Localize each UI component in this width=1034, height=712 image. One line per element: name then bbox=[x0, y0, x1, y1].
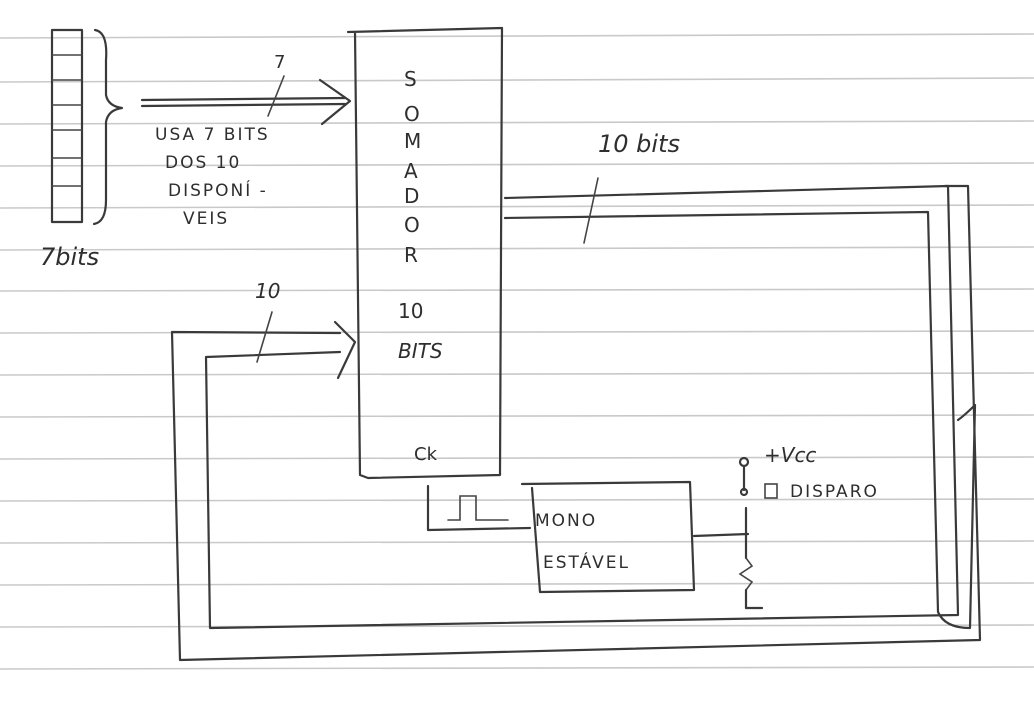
adder-bits-word: BITS bbox=[398, 339, 443, 363]
adder-letter-r: R bbox=[404, 243, 418, 267]
pulse-symbol bbox=[447, 495, 509, 521]
input-note-line-1: USA 7 BITS bbox=[155, 125, 270, 145]
monostable-line-2: ESTÁVEL bbox=[543, 551, 630, 573]
resistor-icon bbox=[738, 557, 754, 591]
input-bus-arrow bbox=[318, 78, 352, 126]
input-note-line-3: DISPONÍ - bbox=[168, 179, 268, 201]
input-bus-slash bbox=[267, 75, 285, 117]
monostable-block bbox=[520, 480, 696, 594]
adder-letter-m: M bbox=[404, 129, 421, 153]
adder-letter-o1: O bbox=[404, 102, 420, 126]
vcc-label: +Vcc bbox=[764, 443, 816, 467]
register-7-bits bbox=[50, 28, 124, 226]
feedback-bus-width: 10 bbox=[255, 279, 280, 303]
feedback-bus-arrow bbox=[333, 320, 357, 380]
adder-letter-d: D bbox=[404, 184, 419, 208]
output-bus-slash bbox=[583, 177, 599, 244]
register-brace bbox=[92, 28, 124, 226]
trigger-switch bbox=[692, 456, 778, 610]
adder-letter-s: S bbox=[404, 67, 417, 91]
vcc-terminal-icon bbox=[738, 456, 750, 468]
trigger-label: DISPARO bbox=[790, 482, 879, 502]
adder-clock-label: Ck bbox=[414, 444, 438, 465]
output-feedback-bus bbox=[170, 177, 982, 662]
clock-pulse-wire bbox=[426, 484, 532, 532]
output-bus-width: 10 bits bbox=[598, 130, 680, 158]
monostable-line-1: MONO bbox=[535, 511, 597, 531]
adder-letter-a: A bbox=[404, 159, 418, 183]
input-note-line-2: DOS 10 bbox=[165, 153, 241, 173]
notebook-ruled-lines bbox=[0, 33, 1034, 670]
input-bus-width: 7 bbox=[274, 52, 285, 73]
feedback-bus-slash bbox=[256, 311, 273, 363]
register-label: 7bits bbox=[40, 243, 99, 271]
input-note-line-4: VEIS bbox=[183, 209, 229, 229]
input-bus bbox=[140, 75, 352, 126]
adder-bits-count: 10 bbox=[398, 299, 423, 323]
adder-block bbox=[346, 26, 504, 480]
push-button-icon bbox=[764, 483, 778, 499]
adder-letter-o2: O bbox=[404, 213, 420, 237]
